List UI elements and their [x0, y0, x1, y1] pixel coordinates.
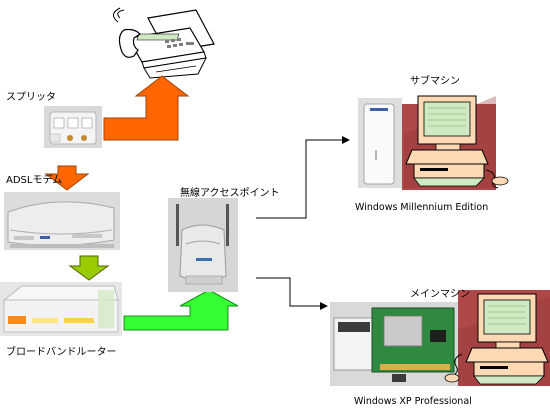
sub-machine-group — [358, 95, 509, 190]
desktop-computer-icon — [444, 290, 550, 386]
broadband-router-image — [0, 282, 122, 336]
broadband-router-label: ブロードバンドルーター — [6, 347, 117, 358]
arrow-splitter-to-modem — [44, 165, 90, 191]
main-machine-group — [330, 290, 550, 386]
sub-machine-label: サブマシン — [410, 76, 460, 87]
splitter-label: スプリッタ — [6, 92, 56, 103]
desktop-computer-icon — [402, 95, 509, 190]
arrow-modem-to-router — [68, 255, 110, 281]
adsl-modem-label: ADSLモデム — [6, 175, 63, 186]
main-machine-os-caption: Windows XP Professional — [354, 396, 472, 407]
sub-machine-os-caption: Windows Millennium Edition — [355, 202, 489, 213]
wireless-lan-card-image — [358, 98, 402, 188]
access-point-label: 無線アクセスポイント — [180, 188, 280, 199]
splitter-image — [44, 106, 102, 148]
access-point-image — [168, 198, 238, 292]
arrow-to-main-machine — [256, 277, 320, 307]
arrow-splitter-to-fax — [103, 75, 190, 141]
arrow-router-to-access-point — [123, 289, 239, 331]
arrow-to-sub-machine — [256, 139, 342, 219]
adsl-modem-image — [4, 192, 120, 250]
pci-wireless-card-image — [330, 302, 458, 386]
fax-machine-icon — [113, 7, 215, 79]
main-machine-label: メインマシン — [410, 289, 470, 300]
